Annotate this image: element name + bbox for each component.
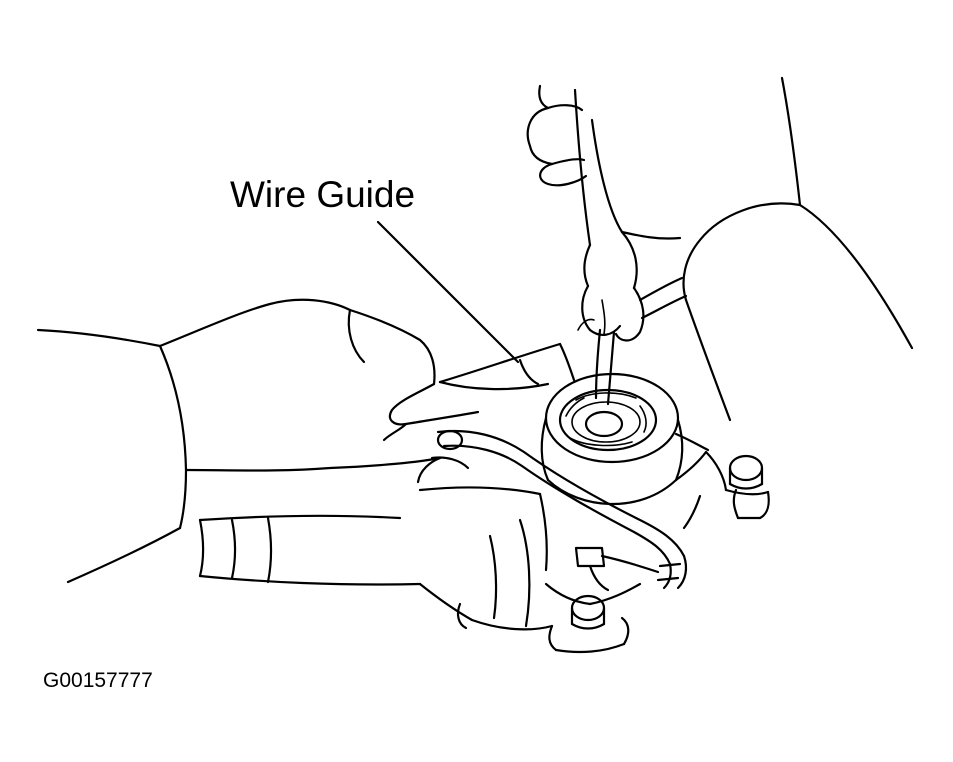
needle-nose-pliers bbox=[573, 88, 688, 406]
motor-body bbox=[198, 486, 554, 631]
terminal-bracket bbox=[682, 450, 770, 530]
wire-connector bbox=[574, 546, 660, 592]
lower-mounting-lug bbox=[544, 582, 642, 654]
wire-guide-shaft bbox=[438, 342, 576, 391]
left-hand bbox=[36, 298, 480, 584]
figure-id: G00157777 bbox=[43, 669, 153, 692]
wire-guide-label: Wire Guide bbox=[230, 174, 415, 215]
gear-housing bbox=[540, 372, 710, 506]
wire-loop bbox=[430, 429, 688, 590]
upper-hand bbox=[526, 84, 588, 187]
wire-guide-leader-line bbox=[376, 220, 520, 364]
right-arm-outline bbox=[682, 76, 914, 422]
